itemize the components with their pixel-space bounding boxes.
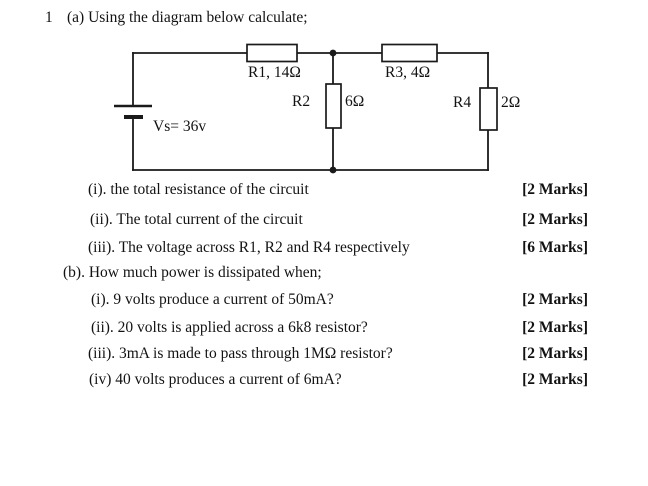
question-row-b-iii: (iii). 3mA is made to pass through 1MΩ r… [0, 345, 588, 364]
question-row-b-ii: (ii). 20 volts is applied across a 6k8 r… [0, 319, 588, 338]
part-b-heading: (b). How much power is dissipated when; [63, 264, 322, 281]
r4-name-label: R4 [453, 94, 471, 111]
question-text: (ii). 20 volts is applied across a 6k8 r… [91, 319, 368, 336]
junction-dot-top [329, 49, 337, 57]
question-row-b-i: (i). 9 volts produce a current of 50mA? … [0, 291, 588, 310]
r2-name-label: R2 [292, 93, 310, 110]
question-text: (i). 9 volts produce a current of 50mA? [91, 291, 334, 308]
marks-badge: [2 Marks] [522, 291, 588, 308]
r1-label: R1, 14Ω [248, 64, 301, 81]
question-text: (ii). The total current of the circuit [90, 211, 303, 228]
r4-value-label: 2Ω [501, 94, 520, 111]
marks-badge: [2 Marks] [522, 181, 588, 198]
marks-badge: [2 Marks] [522, 345, 588, 362]
resistor-r3-box [381, 43, 438, 63]
question-row-b-iv: (iv) 40 volts produces a current of 6mA?… [0, 371, 588, 390]
resistor-r1-box [246, 43, 298, 63]
marks-badge: [2 Marks] [522, 371, 588, 388]
junction-dot-bottom [329, 166, 337, 174]
battery-icon [114, 104, 152, 119]
question-text: (iii). The voltage across R1, R2 and R4 … [88, 239, 410, 256]
resistor-r4-box [479, 87, 498, 131]
r2-value-label: 6Ω [345, 93, 364, 110]
question-row-a-ii: (ii). The total current of the circuit [… [0, 211, 588, 230]
question-text: (iv) 40 volts produces a current of 6mA? [89, 371, 342, 388]
question-row-a-i: (i). the total resistance of the circuit… [0, 181, 588, 200]
question-text: (iii). 3mA is made to pass through 1MΩ r… [88, 345, 393, 362]
question-text: (i). the total resistance of the circuit [88, 181, 309, 198]
marks-badge: [2 Marks] [522, 211, 588, 228]
question-row-a-iii: (iii). The voltage across R1, R2 and R4 … [0, 239, 588, 258]
resistor-r2-box [325, 83, 342, 129]
voltage-source-label: Vs= 36v [153, 118, 206, 135]
marks-badge: [6 Marks] [522, 239, 588, 256]
part-a-heading: (a) Using the diagram below calculate; [67, 9, 308, 26]
marks-badge: [2 Marks] [522, 319, 588, 336]
r3-label: R3, 4Ω [385, 64, 430, 81]
question-number: 1 [45, 9, 53, 26]
